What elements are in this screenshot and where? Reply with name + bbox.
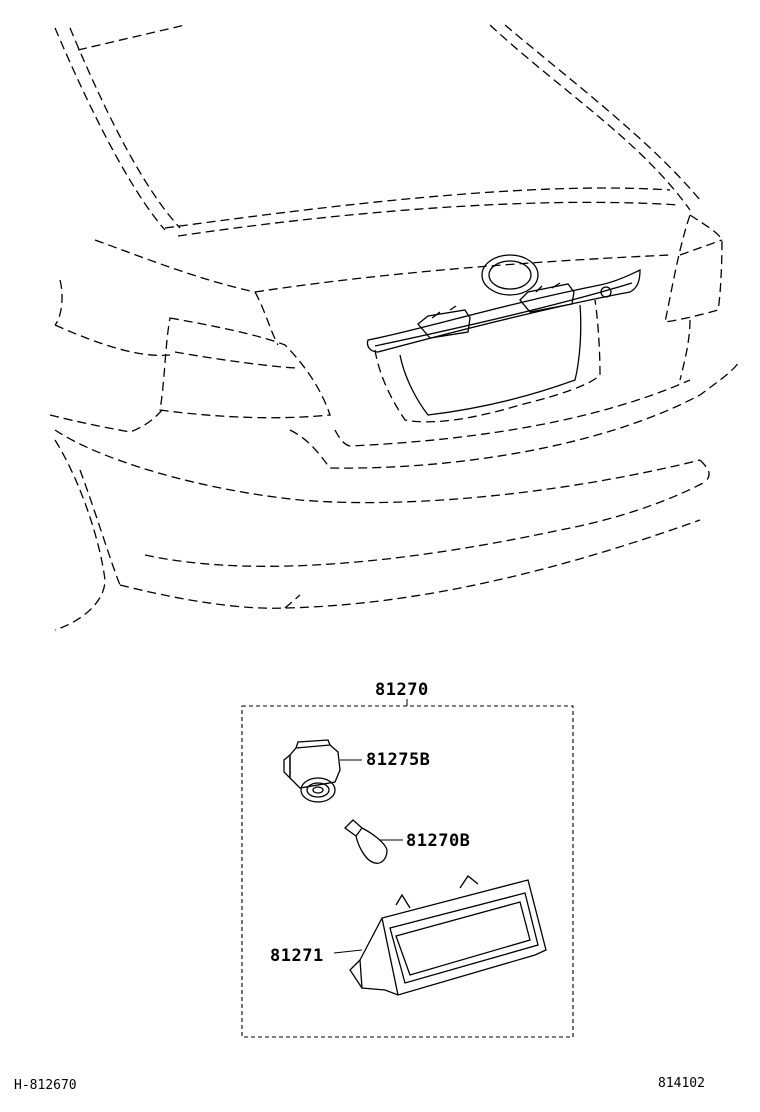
- bulb-part: [344, 819, 403, 864]
- bulb-part-number: 81270B: [406, 831, 470, 851]
- assembly-part-number: 81270: [375, 680, 429, 700]
- lens-part: [333, 875, 547, 996]
- socket-part-number: 81275B: [366, 750, 430, 770]
- illustration-code: H-812670: [14, 1078, 77, 1093]
- trunk-garnish: [366, 268, 641, 353]
- vehicle-rear-outline: [49, 24, 741, 631]
- assembly-box: [241, 699, 574, 1038]
- catalog-code: 814102: [658, 1076, 705, 1091]
- emblem: [481, 254, 539, 296]
- lens-part-number: 81271: [270, 946, 324, 966]
- socket-part: [283, 739, 362, 803]
